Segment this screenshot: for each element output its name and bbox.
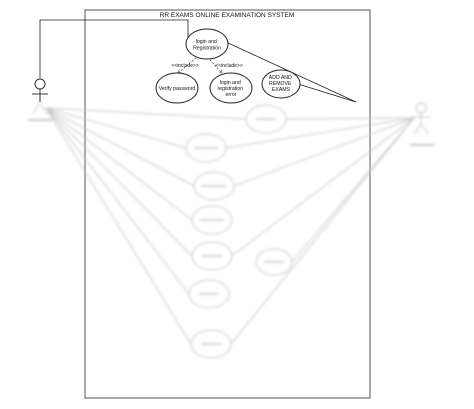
use-case-add-remove-exams: ADD AND REMOVE EXAMS [261,69,301,99]
actor-left-stick-figure [32,78,48,102]
use-case-login-line-2: Registration [193,46,221,52]
include-label-left: <<include>> [171,63,199,69]
use-case-exams-line-1: ADD AND [269,75,292,81]
use-case-verify-password: Verify password [155,72,199,104]
use-case-exams-line-3: EXAMS [272,87,291,93]
use-case-verify-line-1: Verify password [159,86,196,92]
svg-text:login and registration: login and registration error [217,80,244,98]
use-case-error-line-1: login and [220,80,241,86]
system-title: RR EXAMS ONLINE EXAMINATION SYSTEM [160,12,295,19]
association-exams-admin [297,83,357,103]
use-case-error-line-2: registration [217,86,243,92]
system-boundary [84,9,371,399]
include-arrow-verify [178,57,197,73]
use-case-login-error: login and registration error [209,72,253,104]
include-arrow-error [209,59,222,73]
include-label-right: <<include>> [215,63,243,69]
svg-text:Verify password: Verify password [159,86,196,92]
use-case-exams-line-2: REMOVE [269,81,292,87]
blurred-diagram-region [28,101,434,359]
use-case-login: login and Registration [185,28,229,60]
svg-text:ADD AND REMOVE EXA: ADD AND REMOVE EXAMS [269,75,294,93]
use-case-login-line-1: login and [196,39,217,45]
association-actor-login [39,19,189,78]
svg-text:login and Registration: login and Registration [193,39,221,52]
use-case-error-line-3: error [226,92,237,98]
